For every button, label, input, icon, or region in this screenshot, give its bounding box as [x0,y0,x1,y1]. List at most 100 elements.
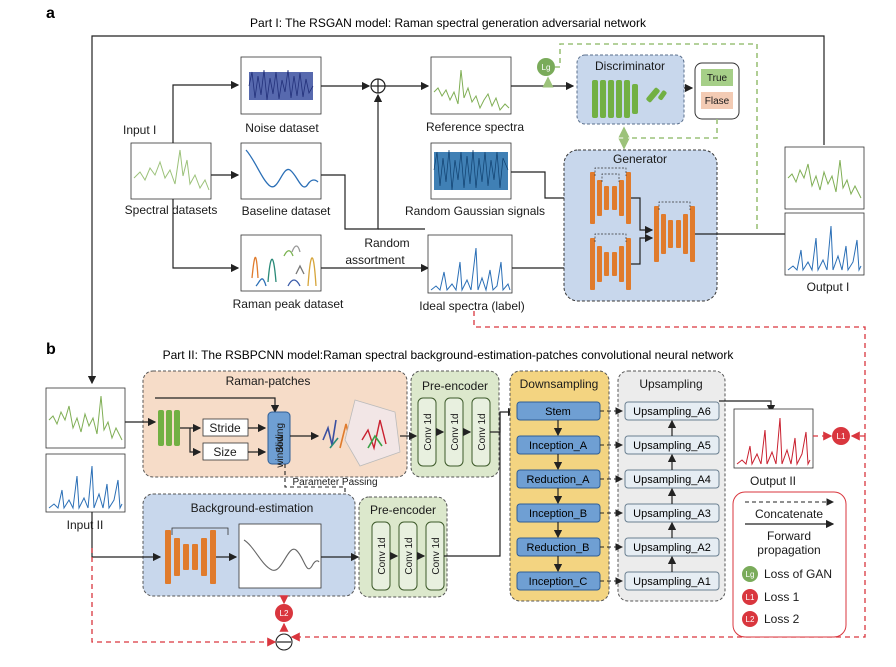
l1-loss-label: L1 [837,432,846,441]
baseline-dataset-plot [240,142,322,200]
legend-l1-badge [742,589,758,605]
ideal-spectra-plot [427,234,513,294]
generator-bottom-skips [594,233,627,242]
patch-green-curve [367,434,383,449]
generator-unet-bottom [590,238,631,290]
generator-bottom-merge-arrow [631,233,654,265]
baseline-dataset-label: Baseline dataset [242,204,331,218]
sum-node-plus [371,79,385,93]
up-block-label-3: Upsampling_A3 [633,508,711,520]
panel-b-letter: b [46,341,56,358]
panel-b-title: Part II: The RSBPCNN model:Raman spectra… [163,348,735,362]
output-i-green-curve [787,159,862,199]
preencoder-bottom-to-stem-line [444,412,501,557]
input-ii-green-plot [45,387,126,449]
generator-unet-merge [654,206,695,262]
l2-loss-badge [275,604,293,622]
conv-top-1-label: Conv 1d [423,413,434,450]
down-block-label-4: Reduction_B [527,542,590,554]
patch-red-curve [361,419,387,451]
to-noise-arrow [172,80,240,143]
legend-l2-text: Loss 2 [764,612,800,626]
downsampling-blocks: StemInception_AReduction_AInception_BRed… [516,401,601,591]
output-ii-curve [736,417,811,466]
spectral-datasets-plot [130,142,212,200]
peak-grey [291,245,301,253]
conv-top-2-label: Conv 1d [450,413,461,450]
bg-skip-line [171,527,229,535]
conv-top-3-label: Conv 1d [477,413,488,450]
down-block-label-2: Reduction_A [527,474,591,486]
output-to-input-line [87,35,825,385]
ideal-spectra-label: Ideal spectra (label) [419,299,524,313]
down-block-label-5: Inception_C [529,576,588,588]
random-label: Random [364,236,409,250]
gaussian-signals-curve [433,149,509,191]
down-block-label-1: Inception_A [529,440,588,452]
input-i-label: Input I [123,123,156,137]
spectral-datasets-label: Spectral datasets [125,203,218,217]
false-label: Flase [705,96,730,107]
output-ii-label: Output II [750,474,796,488]
legend-forward-1: Forward [767,529,811,543]
down-block-label-3: Inception_B [529,508,587,520]
peak-green [283,250,294,257]
conv-bottom-1-label: Conv 1d [377,537,388,574]
pre-encoder-top-label: Pre-encoder [422,379,488,393]
discriminator-label: Discriminator [595,59,665,73]
legend-l1-badge-label: L1 [746,593,755,602]
generator-label: Generator [613,152,667,166]
up-block-label-4: Upsampling_A2 [633,542,711,554]
up-block-label-5: Upsampling_A1 [633,576,711,588]
input-ii-blue-curve [48,465,123,510]
lg-loss-badge [537,58,555,76]
downsampling-label: Downsampling [520,377,599,391]
up-block-label-0: Upsampling_A6 [633,406,711,418]
input-to-minus-line [91,548,277,647]
peak-yellow [307,257,317,287]
pre-encoder-top-convs [417,397,491,467]
upsampling-blocks: Upsampling_A6Upsampling_A5Upsampling_A4U… [600,401,720,591]
background-curve [243,539,320,571]
generator-top-merge-arrow [631,197,654,235]
raman-peak-dataset-plot [240,234,322,292]
legend-forward-2: propagation [757,543,820,557]
assortment-label: assortment [345,253,405,267]
legend-concatenate: Concatenate [755,507,823,521]
background-plot [238,523,322,589]
output-i-label: Output I [807,280,850,294]
size-label: Size [213,445,237,459]
true-badge [701,69,733,86]
legend-l2-badge [742,611,758,627]
l1-to-minus-line [290,436,866,642]
patch-input-layers [158,410,180,446]
lg-loss-label: Lg [542,63,551,72]
stride-label: Stride [209,421,241,435]
up-to-output-ii-arrow [719,400,776,414]
peak-blue [255,278,267,287]
reference-spectra-label: Reference spectra [426,120,524,134]
legend-l2-badge-label: L2 [746,615,755,624]
pre-encoder-bottom-label: Pre-encoder [370,503,436,517]
sliding-window-block [267,411,291,465]
up-block-label-1: Upsampling_A5 [633,440,711,452]
noise-dataset-label: Noise dataset [245,121,319,135]
legend-lg-text: Loss of GAN [764,567,832,581]
layers-to-size-arrow [189,428,202,457]
peak-teal [267,258,277,283]
noise-dataset-curve [248,69,314,101]
up-block-label-2: Upsampling_A4 [633,474,711,486]
to-peak-arrow [172,199,240,273]
l2-loss-label: L2 [280,609,289,618]
background-unet [165,530,216,584]
generator-top-skips [594,167,627,182]
output-i-blue-plot [784,212,865,276]
truefalse-to-generator-line [624,119,718,139]
baseline-to-sum-arrow [321,93,383,230]
l1-loss-badge [832,427,850,445]
discriminator-layers [592,80,667,118]
peak-caret [295,264,305,275]
legend-l1-text: Loss 1 [764,590,800,604]
legend-lg-badge [742,566,758,582]
panel-a-letter: a [46,5,55,22]
